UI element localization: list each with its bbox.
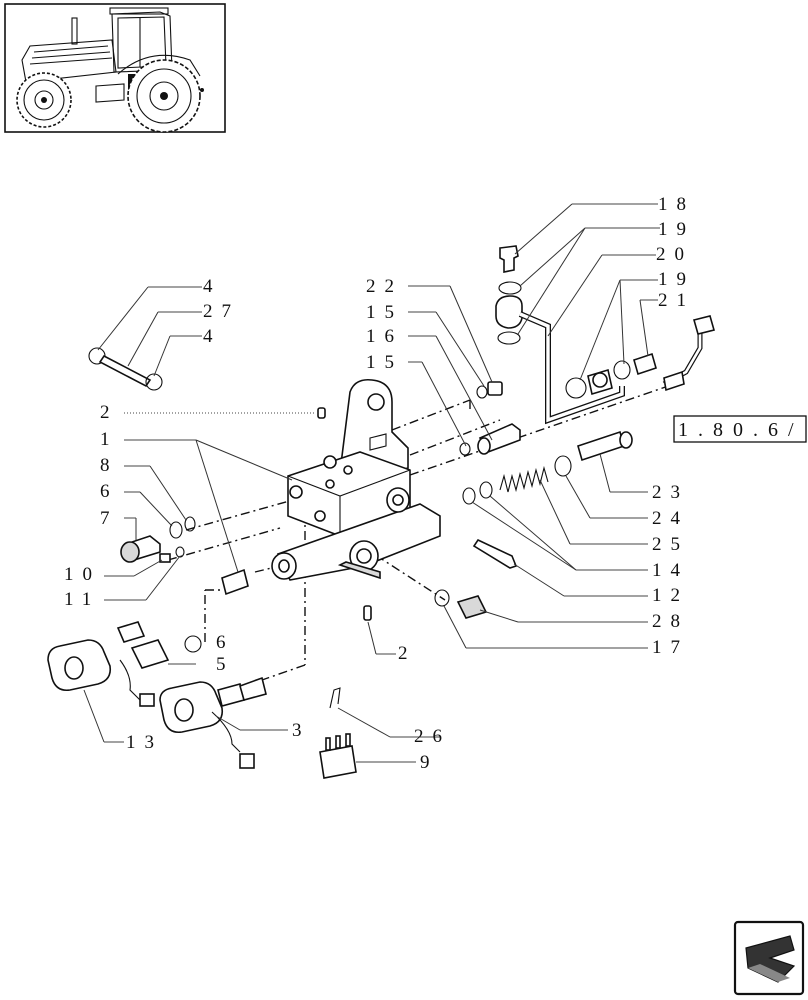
tractor-thumbnail xyxy=(4,3,226,133)
callout-19-second: 19 xyxy=(658,269,695,290)
callout-8: 8 xyxy=(100,455,119,476)
callout-15-top: 15 xyxy=(366,302,403,323)
callout-25: 25 xyxy=(652,534,689,555)
previous-page-button[interactable] xyxy=(733,920,805,996)
callout-13: 13 xyxy=(126,732,163,753)
callout-23: 23 xyxy=(652,482,689,503)
leader-lines xyxy=(83,203,660,763)
callout-21: 21 xyxy=(658,290,695,311)
callout-3: 3 xyxy=(292,720,311,741)
assembly-axes xyxy=(167,381,681,681)
callout-6-top: 6 xyxy=(100,481,119,502)
callout-2-lower: 2 xyxy=(398,643,417,664)
callout-18: 18 xyxy=(658,194,695,215)
callout-7: 7 xyxy=(100,508,119,529)
callout-4-second: 4 xyxy=(203,326,222,347)
callout-15-second: 15 xyxy=(366,352,403,373)
callout-6-lower: 6 xyxy=(216,632,235,653)
small-parts xyxy=(47,245,715,779)
callout-17: 17 xyxy=(652,637,689,658)
callout-20: 20 xyxy=(656,244,693,265)
callout-22: 22 xyxy=(366,276,403,297)
callout-28: 28 xyxy=(652,611,689,632)
callout-5: 5 xyxy=(216,654,235,675)
callout-1: 1 xyxy=(100,429,119,450)
callout-16: 16 xyxy=(366,326,403,347)
callout-9: 9 xyxy=(420,752,439,773)
callout-14: 14 xyxy=(652,560,689,581)
callout-labels: 18 19 20 19 21 4 27 4 22 15 16 15 2 1 8 … xyxy=(64,194,807,773)
callout-19-top: 19 xyxy=(658,219,695,240)
callout-4-top: 4 xyxy=(203,276,222,297)
reference-label: 1.80.6/ xyxy=(678,419,804,441)
callout-27: 27 xyxy=(203,301,240,322)
callout-12: 12 xyxy=(652,585,689,606)
callout-26: 26 xyxy=(414,726,451,747)
valve-body xyxy=(271,378,441,581)
callout-11: 11 xyxy=(64,589,100,610)
callout-10: 10 xyxy=(64,564,101,585)
callout-2-top: 2 xyxy=(100,402,119,423)
callout-24: 24 xyxy=(652,508,689,529)
